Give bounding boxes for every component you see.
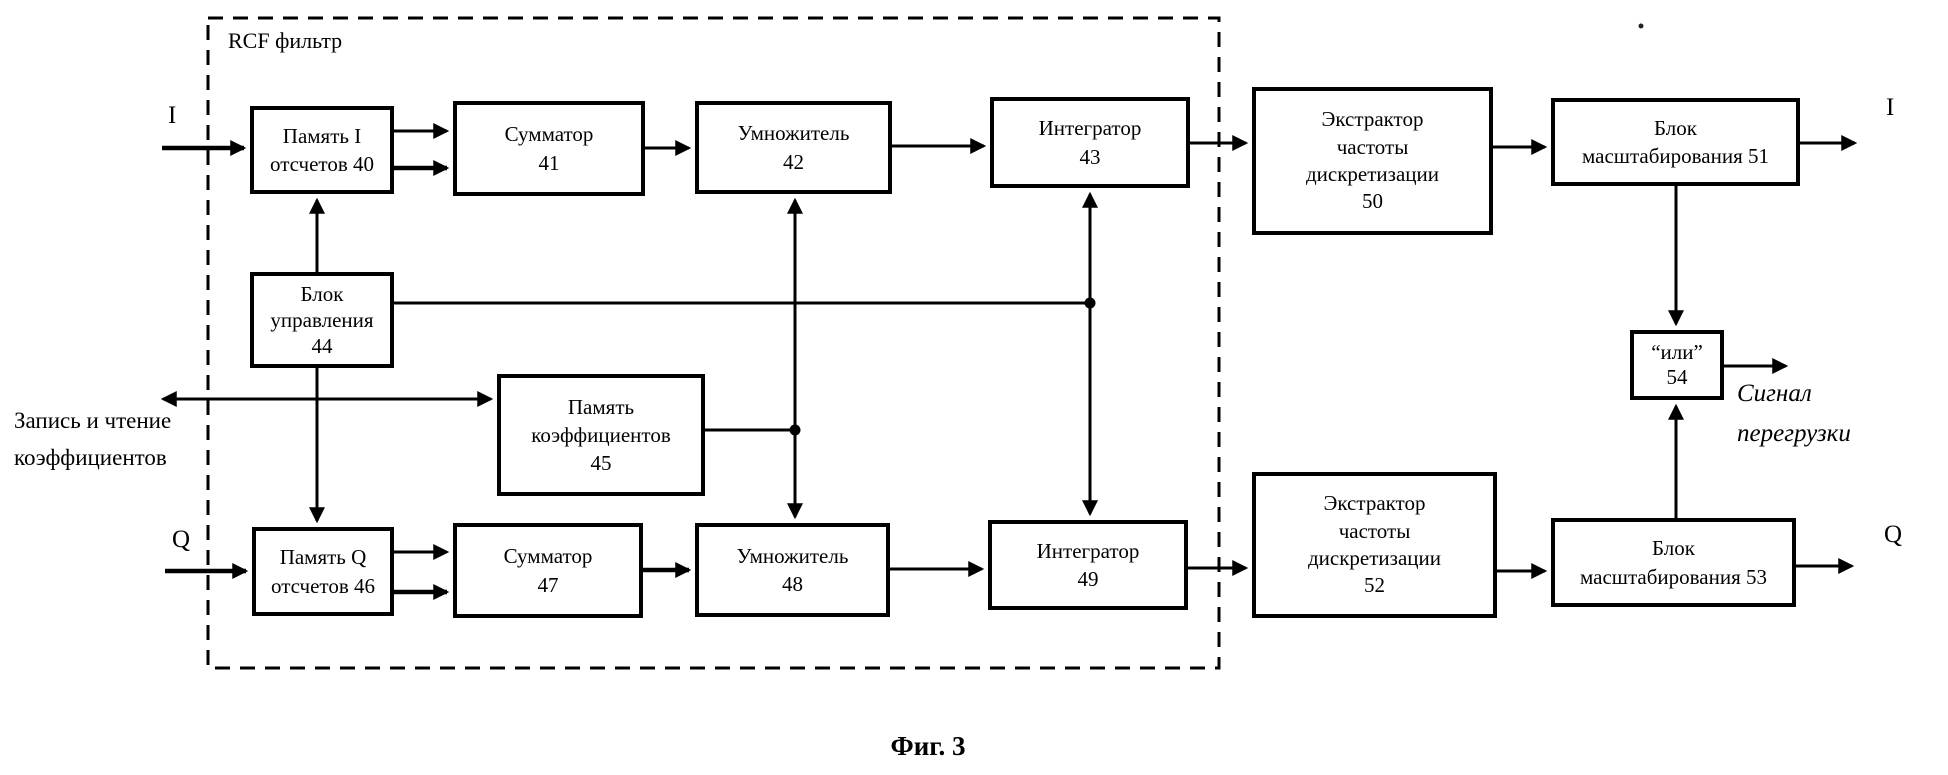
- memory-q-46-line1: Память Q: [279, 545, 367, 570]
- input-q-label: Q: [172, 526, 191, 553]
- control-unit-44-line1: Блок: [300, 281, 344, 306]
- or-unit-54-line2: 54: [1666, 365, 1688, 389]
- block-memory-q-46: Память Q отсчетов 46: [252, 527, 394, 616]
- coef-read-write-label-line1: Запись и чтение: [14, 408, 172, 433]
- junction-dot-control-bus: [1084, 297, 1096, 309]
- rcf-filter-dashed-border: [206, 16, 1221, 670]
- control-unit-44-line2: управления: [270, 307, 374, 332]
- coef-read-write-label: Запись и чтение коэффициентов: [14, 402, 171, 476]
- integrator-49-line2: 49: [1077, 567, 1099, 591]
- memory-i-40-line1: Память I: [282, 123, 362, 148]
- rcf-filter-label: RCF фильтр: [228, 28, 343, 53]
- block-scaling-unit-51: Блок масштабирования 51: [1551, 98, 1800, 186]
- multiplier-48-line2: 48: [782, 572, 803, 596]
- adder-47-line2: 47: [537, 572, 559, 597]
- multiplier-48-line1: Умножитель: [736, 543, 849, 568]
- block-multiplier-48: Умножитель 48: [695, 523, 890, 617]
- scaling-unit-53-line2: масштабирования 53: [1580, 564, 1767, 589]
- output-q-label: Q: [1884, 521, 1903, 548]
- block-memory-i-40: Память I отсчетов 40: [250, 106, 394, 194]
- or-unit-54-line1: “или”: [1651, 339, 1703, 364]
- adder-47-line1: Сумматор: [503, 544, 593, 569]
- rate-extractor-52-line4: 52: [1364, 573, 1385, 598]
- integrator-49-line1: Интегратор: [1036, 538, 1140, 563]
- coef-memory-45-line2: коэффициентов: [531, 422, 671, 447]
- memory-q-46-line2: отсчетов 46: [270, 573, 375, 598]
- junction-dot-coefficients: [789, 424, 801, 436]
- block-integrator-43: Интегратор 43: [990, 97, 1190, 188]
- rate-extractor-52-line2: частоты: [1338, 518, 1411, 543]
- scaling-unit-53-line1: Блок: [1652, 536, 1695, 561]
- adder-41-line2: 41: [538, 150, 560, 175]
- block-rate-extractor-50: Экстрактор частоты дискретизации 50: [1252, 87, 1493, 235]
- control-unit-44-line3: 44: [311, 334, 333, 359]
- overload-signal-label-line1: Сигнал: [1737, 380, 1812, 407]
- adder-41-line1: Сумматор: [504, 122, 594, 147]
- integrator-43-line2: 43: [1079, 144, 1101, 169]
- block-coef-memory-45: Память коэффициентов 45: [497, 374, 705, 496]
- block-adder-47: Сумматор 47: [453, 523, 643, 618]
- coef-memory-45-line1: Память: [567, 394, 635, 419]
- rate-extractor-50-line1: Экстрактор: [1321, 107, 1424, 132]
- multiplier-42-line1: Умножитель: [737, 121, 850, 146]
- input-i-label: I: [168, 102, 177, 129]
- output-i-label: I: [1886, 94, 1895, 121]
- scaling-unit-51-line2: масштабирования 51: [1582, 144, 1769, 168]
- rate-extractor-50-line3: дискретизации: [1305, 162, 1439, 186]
- overload-signal-label-line2: перегрузки: [1737, 420, 1851, 447]
- memory-i-40-line2: отсчетов 40: [269, 152, 374, 176]
- figure-caption: Фиг. 3: [890, 731, 966, 761]
- block-rate-extractor-52: Экстрактор частоты дискретизации 52: [1252, 472, 1497, 618]
- rate-extractor-50-line2: частоты: [1336, 134, 1409, 159]
- block-integrator-49: Интегратор 49: [988, 520, 1188, 610]
- block-scaling-unit-53: Блок масштабирования 53: [1551, 518, 1796, 607]
- integrator-43-line1: Интегратор: [1038, 116, 1142, 141]
- scaling-unit-51-line1: Блок: [1654, 115, 1697, 140]
- overload-signal-label: Сигнал перегрузки: [1737, 374, 1851, 454]
- block-adder-41: Сумматор 41: [453, 101, 645, 196]
- multiplier-42-line2: 42: [783, 149, 804, 174]
- scan-artifact-dot: [1638, 23, 1644, 29]
- block-multiplier-42: Умножитель 42: [695, 101, 892, 194]
- rate-extractor-52-line1: Экстрактор: [1323, 491, 1426, 516]
- coef-read-write-label-line2: коэффициентов: [14, 445, 167, 470]
- rate-extractor-52-line3: дискретизации: [1307, 546, 1441, 570]
- coef-memory-45-line3: 45: [590, 451, 612, 476]
- block-or-unit-54: “или” 54: [1630, 330, 1724, 400]
- rate-extractor-50-line4: 50: [1362, 189, 1383, 214]
- block-control-unit-44: Блок управления 44: [250, 272, 394, 368]
